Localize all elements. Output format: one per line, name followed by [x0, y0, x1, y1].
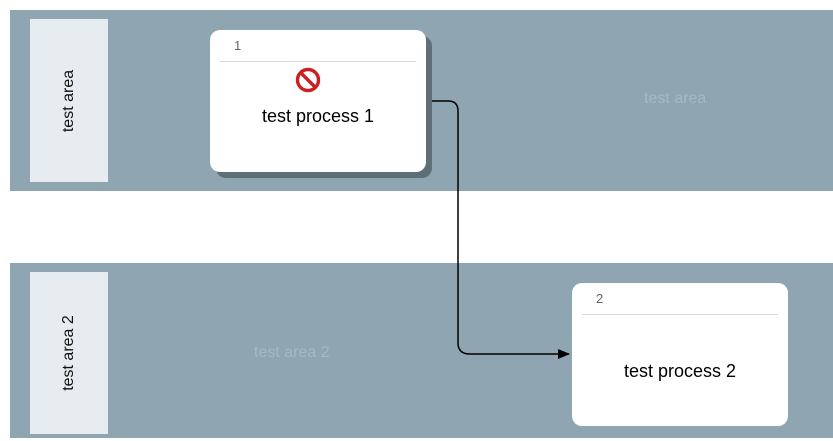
swimlane-watermark: test area 2 [254, 344, 330, 361]
process-node-2[interactable]: 2 test process 2 [572, 283, 788, 426]
process-name: test process 1 [261, 106, 375, 126]
process-name: test process 2 [623, 361, 737, 381]
no-entry-icon [295, 67, 321, 93]
process-divider [582, 314, 778, 315]
swimlane-header-label: test area 2 [60, 315, 77, 391]
swimlane-header[interactable]: test area [30, 19, 108, 182]
swimlane-watermark: test area [644, 90, 707, 107]
swimlane-header-label: test area [60, 69, 77, 132]
swimlane-header[interactable]: test area 2 [30, 272, 108, 434]
process-divider [220, 61, 416, 62]
process-node-1[interactable]: 1 test process 1 [210, 30, 426, 172]
process-number: 1 [234, 38, 242, 53]
process-number: 2 [596, 291, 604, 306]
